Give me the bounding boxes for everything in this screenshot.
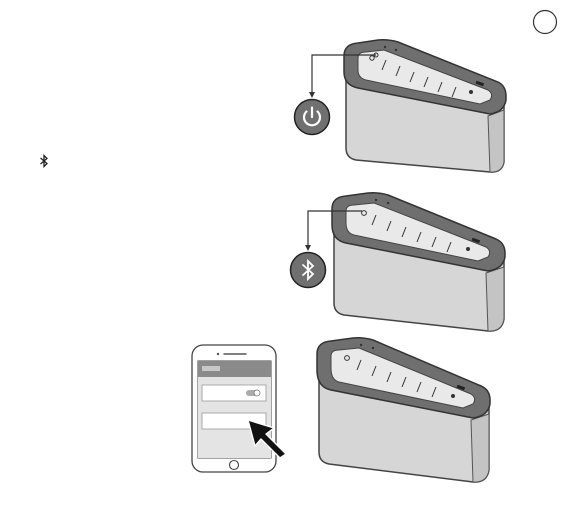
bluetooth-button-callout [298,205,368,255]
power-button-callout [300,50,385,100]
speaker-step-3 [313,330,498,490]
bluetooth-small-icon [39,154,49,168]
bluetooth-button-circle [289,251,327,289]
tap-arrow-icon [244,414,290,460]
corner-badge [532,9,558,35]
power-button-circle [293,98,331,136]
